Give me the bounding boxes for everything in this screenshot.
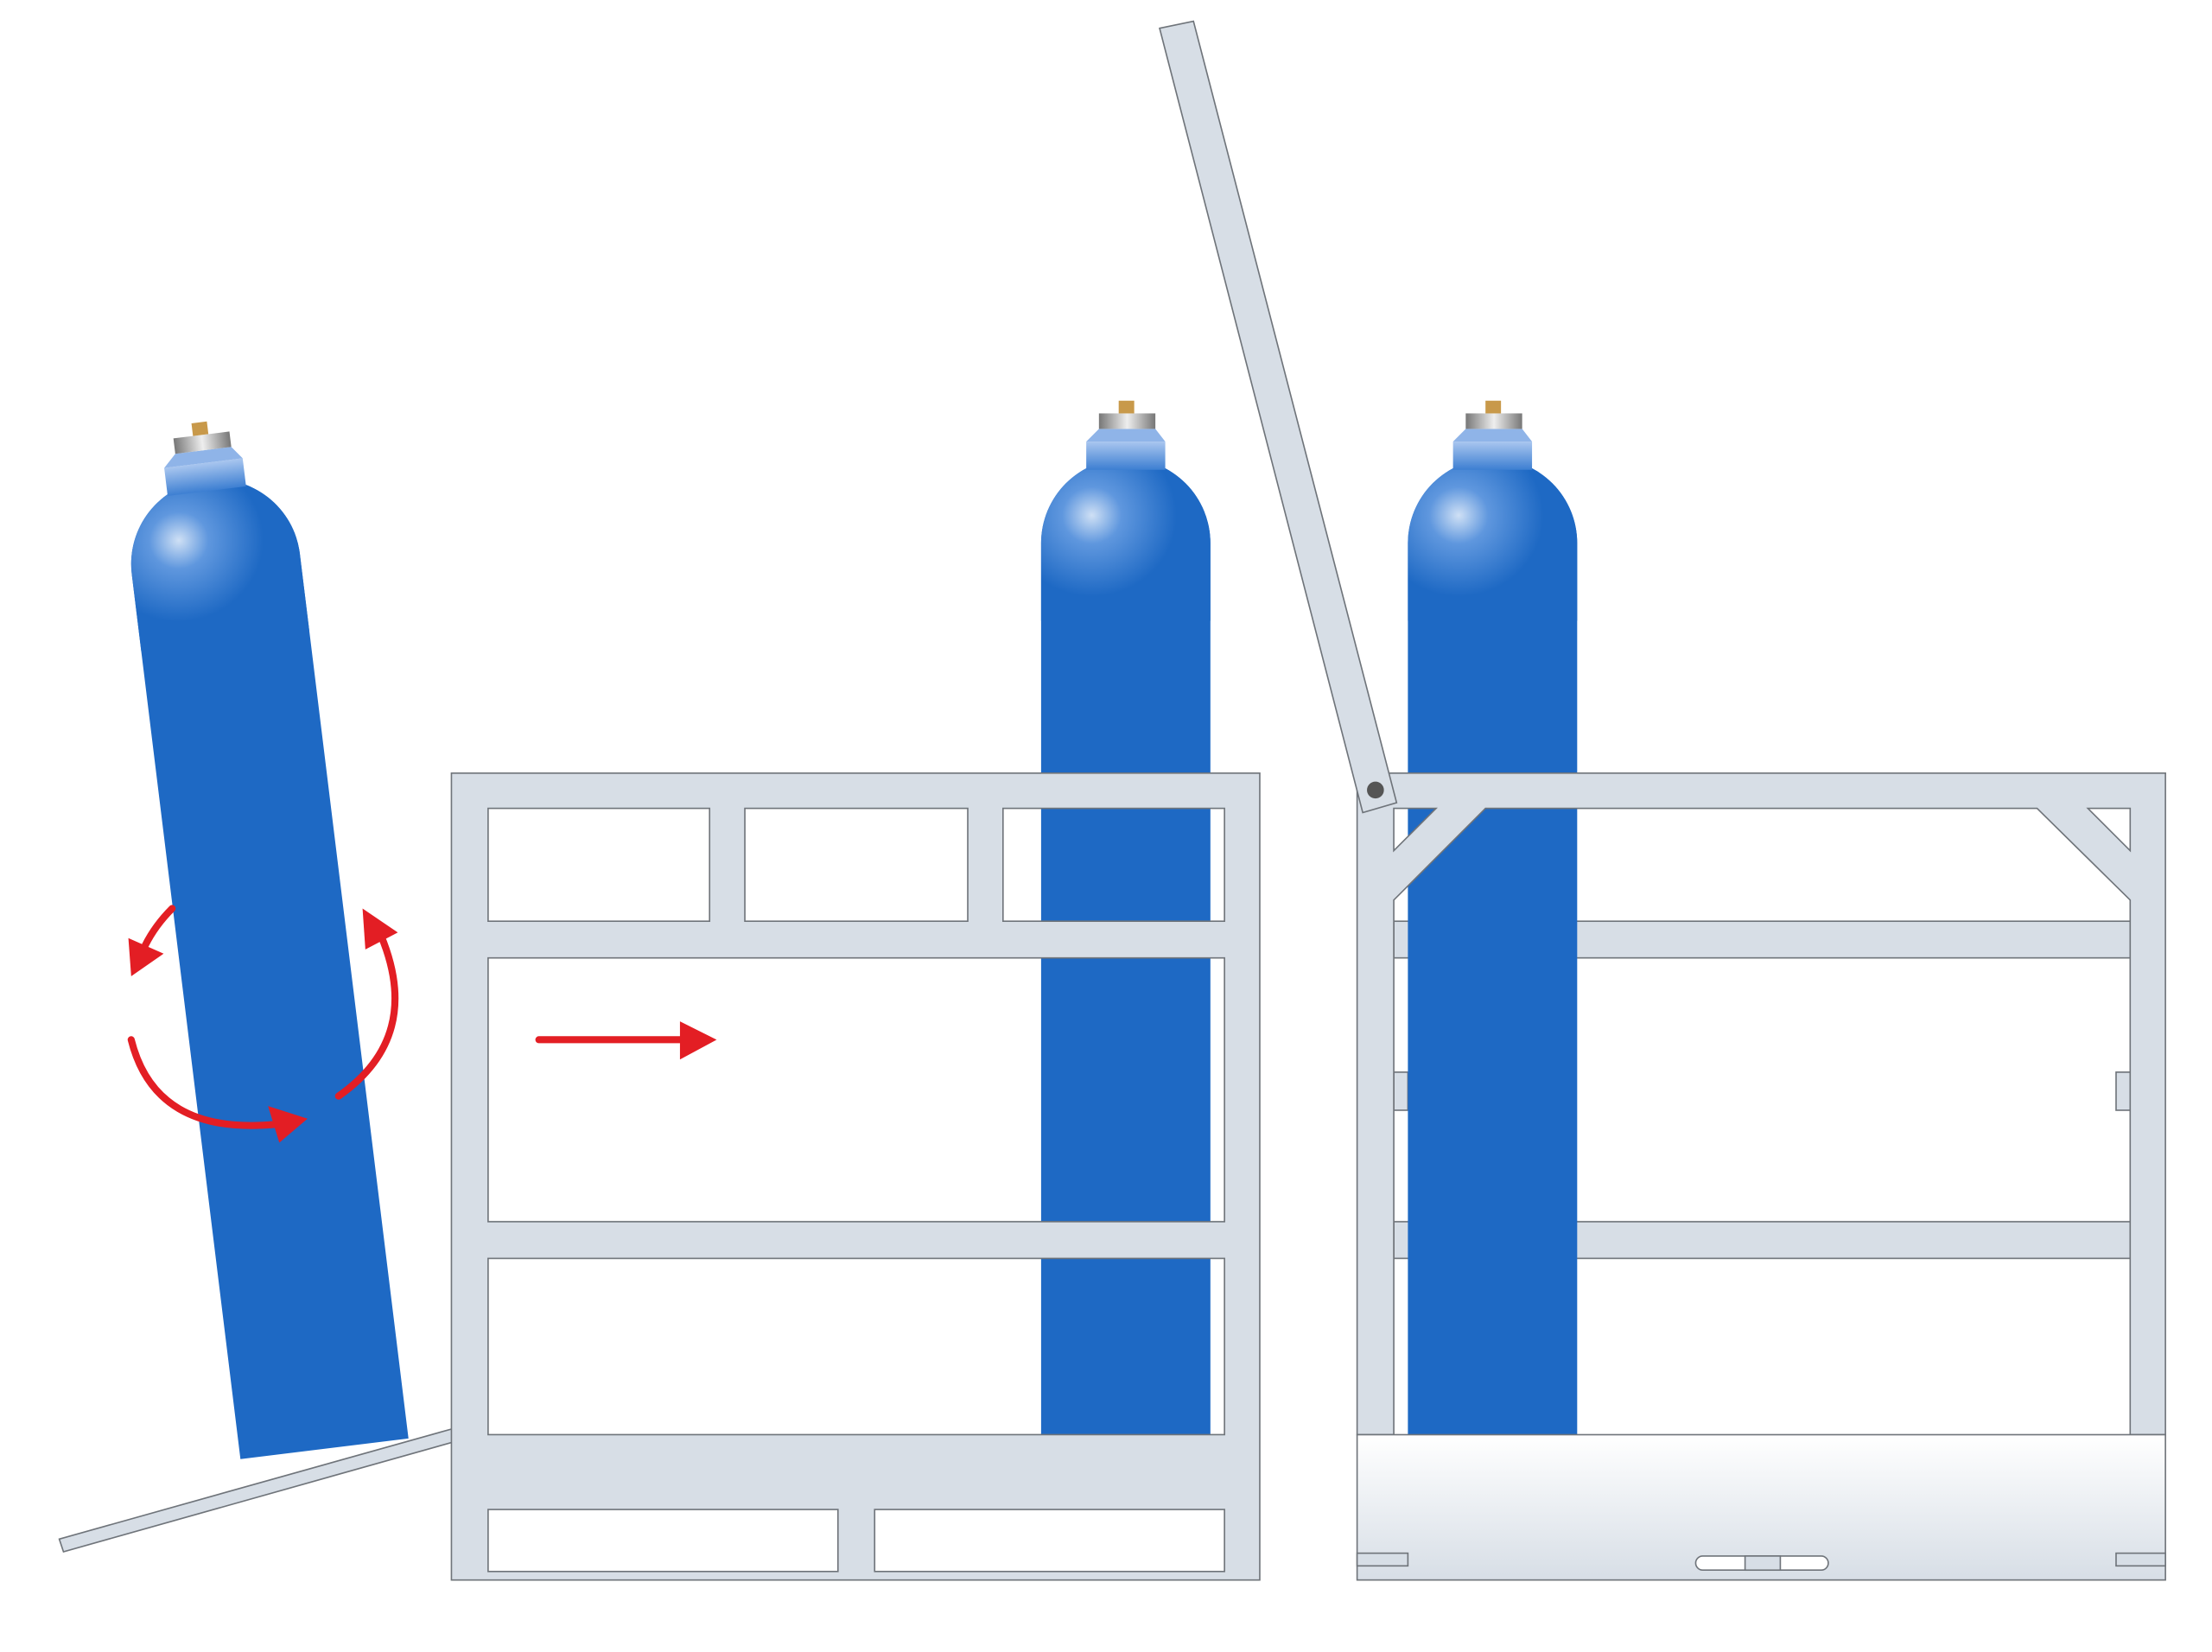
lever-arm [1159,20,1398,814]
rail-clip-left [1393,1071,1409,1111]
base-slot-right [2115,1552,2166,1567]
push-arrow-icon [535,1021,717,1060]
rack-frame-front [450,772,1261,1581]
gas-cylinder-secured [1408,400,1578,1435]
pivot-pin [1367,781,1384,799]
handle-latch [1744,1555,1782,1572]
rotate-arrows-icon [127,905,399,1143]
rail-clip-right [2115,1071,2132,1111]
gas-cylinder-middle [1040,400,1211,1435]
gas-cylinder-tilted [114,412,409,1459]
base-slot-left [1356,1552,1409,1567]
